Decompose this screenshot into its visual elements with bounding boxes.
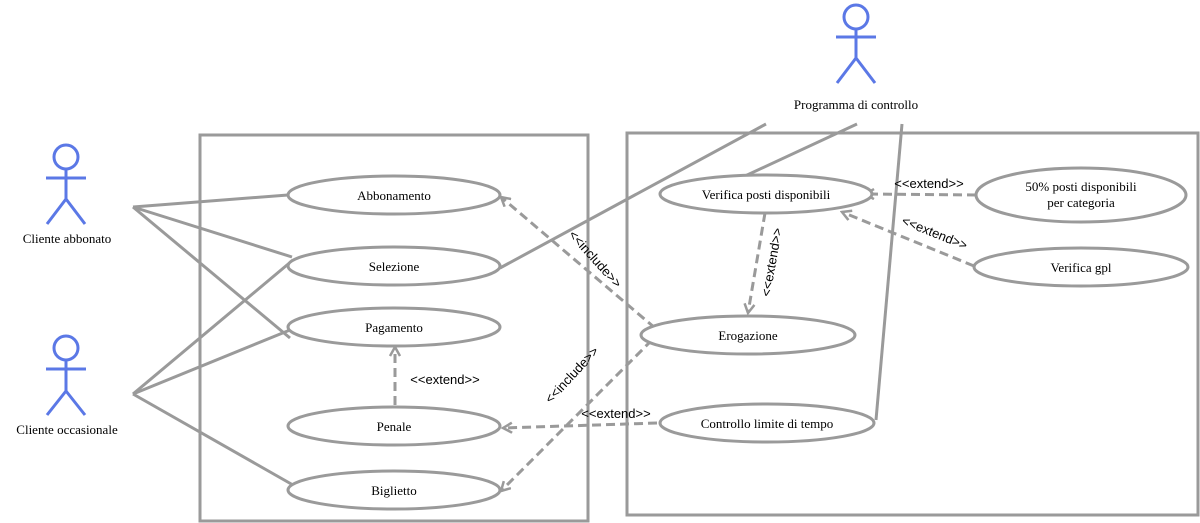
assoc-programma-verifica: [744, 122, 858, 178]
label-verifica-posti: Verifica posti disponibili: [702, 187, 831, 202]
actor-cliente-abbonato: Cliente abbonato: [23, 143, 111, 246]
usecase-selezione: [286, 245, 502, 287]
actor-head-icon: [842, 3, 870, 31]
left-system-boundary: [198, 133, 590, 523]
usecase-verifica-posti: [658, 173, 874, 215]
label-erogazione: Erogazione: [718, 328, 777, 343]
assoc-occasionale-selezione: [132, 258, 294, 396]
label-verifica-gpl: Verifica gpl: [1050, 260, 1111, 275]
assoc-programma-controllo: [874, 123, 904, 421]
label-posti-categoria-line1: 50% posti disponibili: [1025, 179, 1137, 194]
actor-label-abbonato: Cliente abbonato: [23, 231, 111, 246]
assoc-programma-selezione: [499, 122, 767, 270]
include-erogazione-biglietto: [501, 338, 654, 491]
usecase-biglietto: [286, 469, 502, 511]
usecase-posti-categoria: [974, 166, 1188, 224]
use-case-labels: Abbonamento Selezione Pagamento Penale B…: [357, 179, 1137, 498]
actor-head-icon: [52, 334, 80, 362]
label-extend-categoria: <<extend>>: [894, 176, 963, 191]
label-selezione: Selezione: [369, 259, 420, 274]
label-penale: Penale: [377, 419, 412, 434]
label-extend-gpl: <<extend>>: [900, 213, 970, 253]
label-abbonamento: Abbonamento: [357, 188, 431, 203]
label-extend-verifica: <<extend>>: [758, 227, 785, 298]
label-pagamento: Pagamento: [365, 320, 423, 335]
actor-head-icon: [52, 143, 80, 171]
actor-programma-controllo: Programma di controllo: [794, 3, 918, 112]
use-cases: [286, 166, 1190, 511]
assoc-abbonato-abbonamento: [132, 193, 289, 209]
right-system-boundary: [625, 131, 1200, 517]
usecase-verifica-gpl: [972, 246, 1190, 288]
usecase-pagamento: [286, 306, 502, 348]
extend-categoria-verifica: [865, 194, 977, 195]
assoc-abbonato-pagamento: [132, 205, 291, 340]
label-posti-categoria-line2: per categoria: [1047, 195, 1115, 210]
label-biglietto: Biglietto: [371, 483, 417, 498]
label-extend-controllo: <<extend>>: [581, 406, 650, 421]
label-extend-penale: <<extend>>: [410, 372, 479, 387]
actor-label-occasionale: Cliente occasionale: [16, 422, 118, 437]
dependencies: [395, 194, 977, 491]
extend-controllo-penale: [503, 421, 658, 428]
actor-cliente-occasionale: Cliente occasionale: [16, 334, 118, 437]
usecase-penale: [286, 405, 502, 447]
extend-gpl-verifica: [842, 212, 975, 268]
include-erogazione-abbonamento: [501, 197, 656, 330]
label-controllo-limite: Controllo limite di tempo: [701, 416, 834, 431]
usecase-erogazione: [639, 314, 857, 356]
label-include-biglietto: <<include>>: [542, 344, 602, 407]
actor-label-programma: Programma di controllo: [794, 97, 918, 112]
extend-verifica-erogazione: [748, 212, 767, 313]
usecase-controllo-limite: [658, 402, 876, 444]
assoc-occasionale-pagamento: [132, 328, 291, 396]
usecase-abbonamento: [286, 174, 502, 216]
assoc-abbonato-selezione: [132, 205, 293, 259]
assoc-occasionale-biglietto: [132, 392, 294, 487]
associations: [132, 122, 904, 487]
